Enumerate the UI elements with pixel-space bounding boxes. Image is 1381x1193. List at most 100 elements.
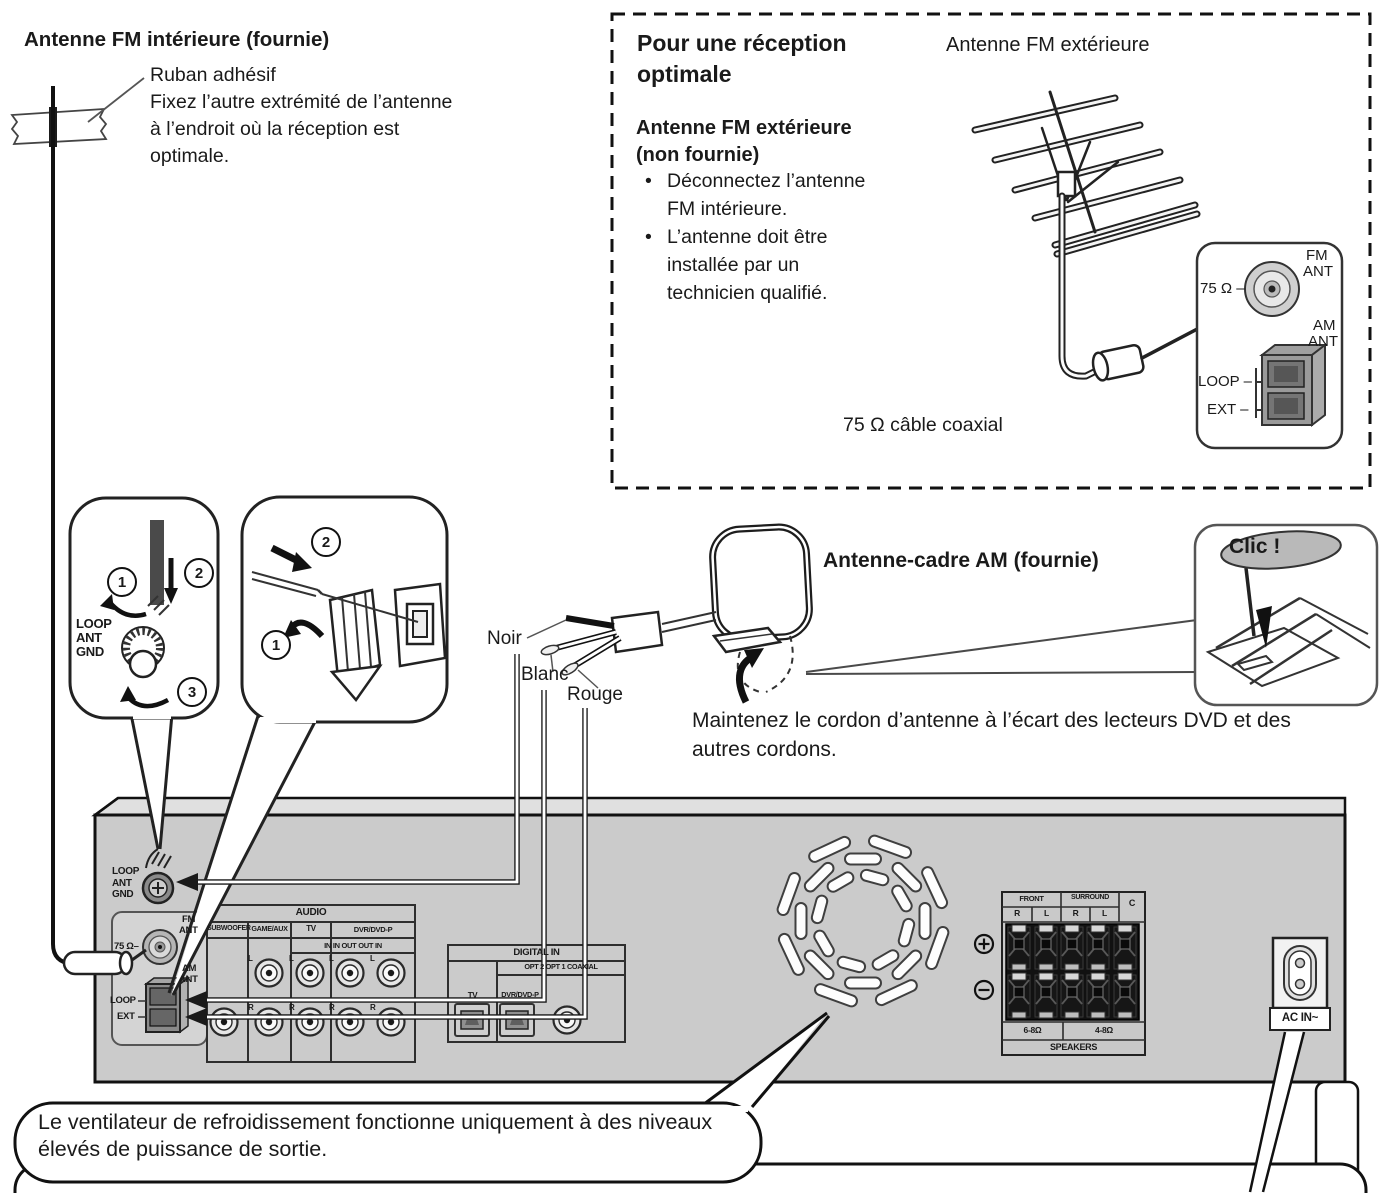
- indoor-antenna-title: Antenne FM intérieure (fournie): [24, 28, 330, 51]
- panel-am-ant-label: ANT: [1308, 333, 1338, 350]
- rear-am-label: AM: [182, 963, 197, 974]
- am-note-line2: autres cordons.: [692, 738, 837, 761]
- panel-ext-label: EXT –: [1207, 401, 1249, 418]
- rear-loop-label: LOOP: [110, 995, 136, 1006]
- plus-symbol: [973, 933, 995, 955]
- step-1-badge: 1: [107, 567, 137, 597]
- outdoor-antenna-label: Antenne FM extérieure: [946, 34, 1150, 56]
- speakers-ohm-right-label: 4-8Ω: [1095, 1025, 1113, 1035]
- coaxial-cable: [1058, 192, 1106, 380]
- wire-leader-lines: [176, 654, 588, 1026]
- dashed-info-box: [610, 12, 1372, 490]
- panel-ohm-label: 75 Ω –: [1200, 280, 1245, 297]
- digital-sub-header: OPT 2 OPT 1 COAXIAL: [524, 962, 598, 971]
- rear-panel: [62, 796, 1360, 1184]
- clic-label: Clic !: [1229, 535, 1281, 558]
- audio-col-tv: TV: [306, 924, 316, 933]
- wire-terminal-callout: [167, 495, 449, 996]
- jack-l-label: L: [289, 954, 294, 963]
- fan-note-line2: élevés de puissance de sortie.: [38, 1137, 328, 1161]
- ground-symbol: [145, 848, 172, 869]
- ac-in-leader-line: [1248, 1031, 1306, 1193]
- speakers-front-label: FRONT: [1019, 894, 1044, 903]
- minus-symbol: [973, 979, 995, 1001]
- bullet-marker: •: [645, 226, 652, 248]
- tape-note-line1: Fixez l’autre extrémité de l’antenne: [150, 91, 453, 113]
- tape-note-line2: à l’endroit où la réception est: [150, 118, 400, 140]
- jack-r-label: R: [329, 1003, 335, 1012]
- rear-gnd-gnd-label: GND: [112, 889, 134, 900]
- panel-loop-label: LOOP –: [1198, 373, 1252, 390]
- audio-inout-row: IN IN OUT OUT IN: [324, 941, 382, 950]
- tape-leader-line: [87, 77, 145, 123]
- jack-l-label: L: [329, 954, 334, 963]
- audio-col-gameaux: GAME/AUX: [251, 924, 288, 933]
- ground-terminal-callout: [68, 496, 220, 851]
- step-1-badge: 1: [261, 630, 291, 660]
- digital-tv-label: TV: [467, 991, 478, 1000]
- speakers-c-label: C: [1128, 898, 1136, 908]
- cooling-fan-vent: [776, 834, 950, 1008]
- speakers-ohm-left-label: 6-8Ω: [1023, 1025, 1042, 1035]
- fan-note-bubble: [13, 1011, 831, 1184]
- optimal-bullet2-line1: L’antenne doit être: [667, 226, 828, 248]
- wire-noir-label: Noir: [487, 628, 522, 649]
- digital-dvr-label: DVR/DVD-P: [501, 990, 539, 999]
- rear-ohm-label: 75 Ω–: [114, 941, 139, 952]
- coax-cable-label: 75 Ω câble coaxial: [843, 414, 1003, 436]
- outdoor-fm-antenna-illustration: [971, 90, 1264, 382]
- jack-r-label: R: [248, 1003, 254, 1012]
- speakers-label: SPEAKERS: [1049, 1042, 1098, 1052]
- rear-gnd-loop-label: LOOP: [112, 866, 140, 877]
- optimal-bullet2-line2: installée par un: [667, 254, 800, 276]
- panel-fm-label: FM: [1306, 247, 1328, 264]
- audio-col-dvr: DVR/DVD-P: [353, 925, 393, 934]
- am-antenna-title: Antenne-cadre AM (fournie): [823, 549, 1099, 572]
- am-loop-antenna-illustration: [526, 523, 1198, 704]
- antenna-wire: [51, 86, 73, 966]
- rear-gnd-ant-label: ANT: [112, 877, 132, 889]
- rear-fm-ant-label: ANT: [179, 925, 198, 936]
- fm-am-jack-panel-illustration: [1195, 241, 1344, 450]
- optimal-subtitle-line2: (non fournie): [636, 144, 760, 166]
- adhesive-tape: [10, 107, 108, 145]
- step-3-badge: 3: [177, 677, 207, 707]
- optimal-bullet1-line1: Déconnectez l’antenne: [667, 170, 866, 192]
- callout1-loop-label: LOOP: [76, 616, 112, 631]
- jack-l-label: L: [370, 954, 375, 963]
- rear-fm-label: FM: [182, 914, 196, 925]
- optimal-bullet2-line3: technicien qualifié.: [667, 282, 828, 304]
- clic-bubble: [1220, 530, 1342, 570]
- fan-note-line1: Le ventilateur de refroidissement foncti…: [38, 1110, 713, 1134]
- ac-inlet: [1269, 936, 1331, 1031]
- speakers-l-label: L: [1044, 908, 1049, 918]
- rear-ext-label: EXT: [117, 1011, 135, 1022]
- audio-section-header: AUDIO: [295, 907, 327, 918]
- callout1-gnd-label: GND: [76, 644, 104, 659]
- jack-l-label: L: [248, 954, 253, 963]
- clic-callout: [1193, 523, 1379, 707]
- tape-label: Ruban adhésif: [150, 64, 276, 86]
- tape-note-line3: optimale.: [150, 145, 230, 167]
- speaker-terminal-block: [1001, 891, 1146, 1056]
- audio-jack-section: [206, 904, 416, 1063]
- gnd-terminal: [141, 871, 175, 905]
- digital-in-header: DIGITAL IN: [513, 947, 560, 958]
- step-2-badge: 2: [311, 527, 341, 557]
- panel-am-label: AM: [1313, 317, 1336, 334]
- optimal-subtitle-line1: Antenne FM extérieure: [636, 117, 852, 139]
- step-2-badge: 2: [184, 558, 214, 588]
- jack-r-label: R: [370, 1003, 376, 1012]
- callout1-ant-label: ANT: [76, 630, 102, 645]
- speakers-r-label: R: [1014, 908, 1020, 918]
- speakers-surround-label: SURROUND: [1070, 894, 1110, 901]
- speakers-r-label: R: [1072, 908, 1079, 918]
- rear-am-ant-label: ANT: [179, 974, 198, 985]
- bullet-marker: •: [645, 170, 652, 192]
- wire-rouge-label: Rouge: [567, 684, 623, 705]
- wire-blanc-label: Blanc: [521, 664, 569, 685]
- optimal-bullet1-line2: FM intérieure.: [667, 198, 788, 220]
- ac-in-label: AC IN~: [1281, 1012, 1319, 1024]
